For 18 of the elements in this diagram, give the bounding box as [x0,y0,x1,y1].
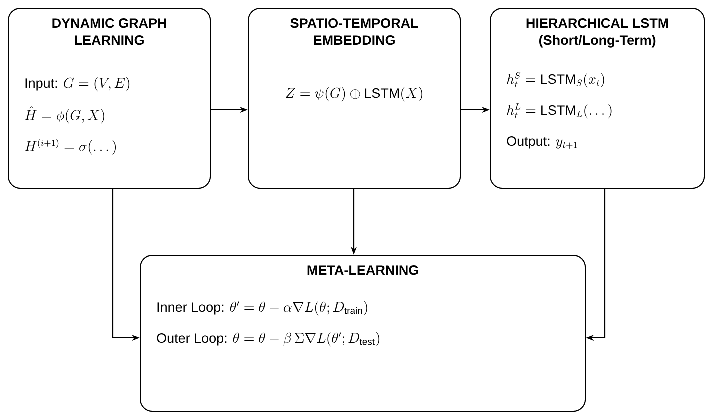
formula: $H^{(i+1)} = \sigma(\dots)$ [25,139,116,155]
formula: $Z = \psi(G) \oplus \text{LSTM}(X)$ [286,87,423,102]
heading: SPATIO-TEMPORAL EMBEDDING [290,18,418,46]
heading: (Short/Long-Term) [540,35,656,48]
formula: $\hat{H} = \phi(G, X)$ [25,106,104,124]
formula: $\text{Input: } G = (V, E)$ [26,77,130,92]
formula: $\text{Inner Loop: } \theta' = \theta - \alpha \nabla L(\theta; D_{\text{train}})$ [158,301,368,316]
heading: HIERARCHICAL LSTM [526,18,668,28]
process-box [490,8,706,190]
formula: $\text{Outer Loop: } \theta = \theta - \beta\, \Sigma \nabla L(\theta'; D_{\text{test}})$ [157,332,380,347]
formula: $\text{Output: } y_{t+1}$ [507,136,578,149]
formula: $h_t^L = \text{LSTM}_L(\dots)$ [507,104,612,119]
heading: DYNAMIC GRAPH LEARNING [52,18,166,46]
heading: META-LEARNING [308,266,418,276]
process-box [140,255,586,412]
process-box [8,8,212,190]
process-box [248,8,462,190]
formula: $h_t^S = \text{LSTM}_S(x_t)$ [507,72,604,88]
